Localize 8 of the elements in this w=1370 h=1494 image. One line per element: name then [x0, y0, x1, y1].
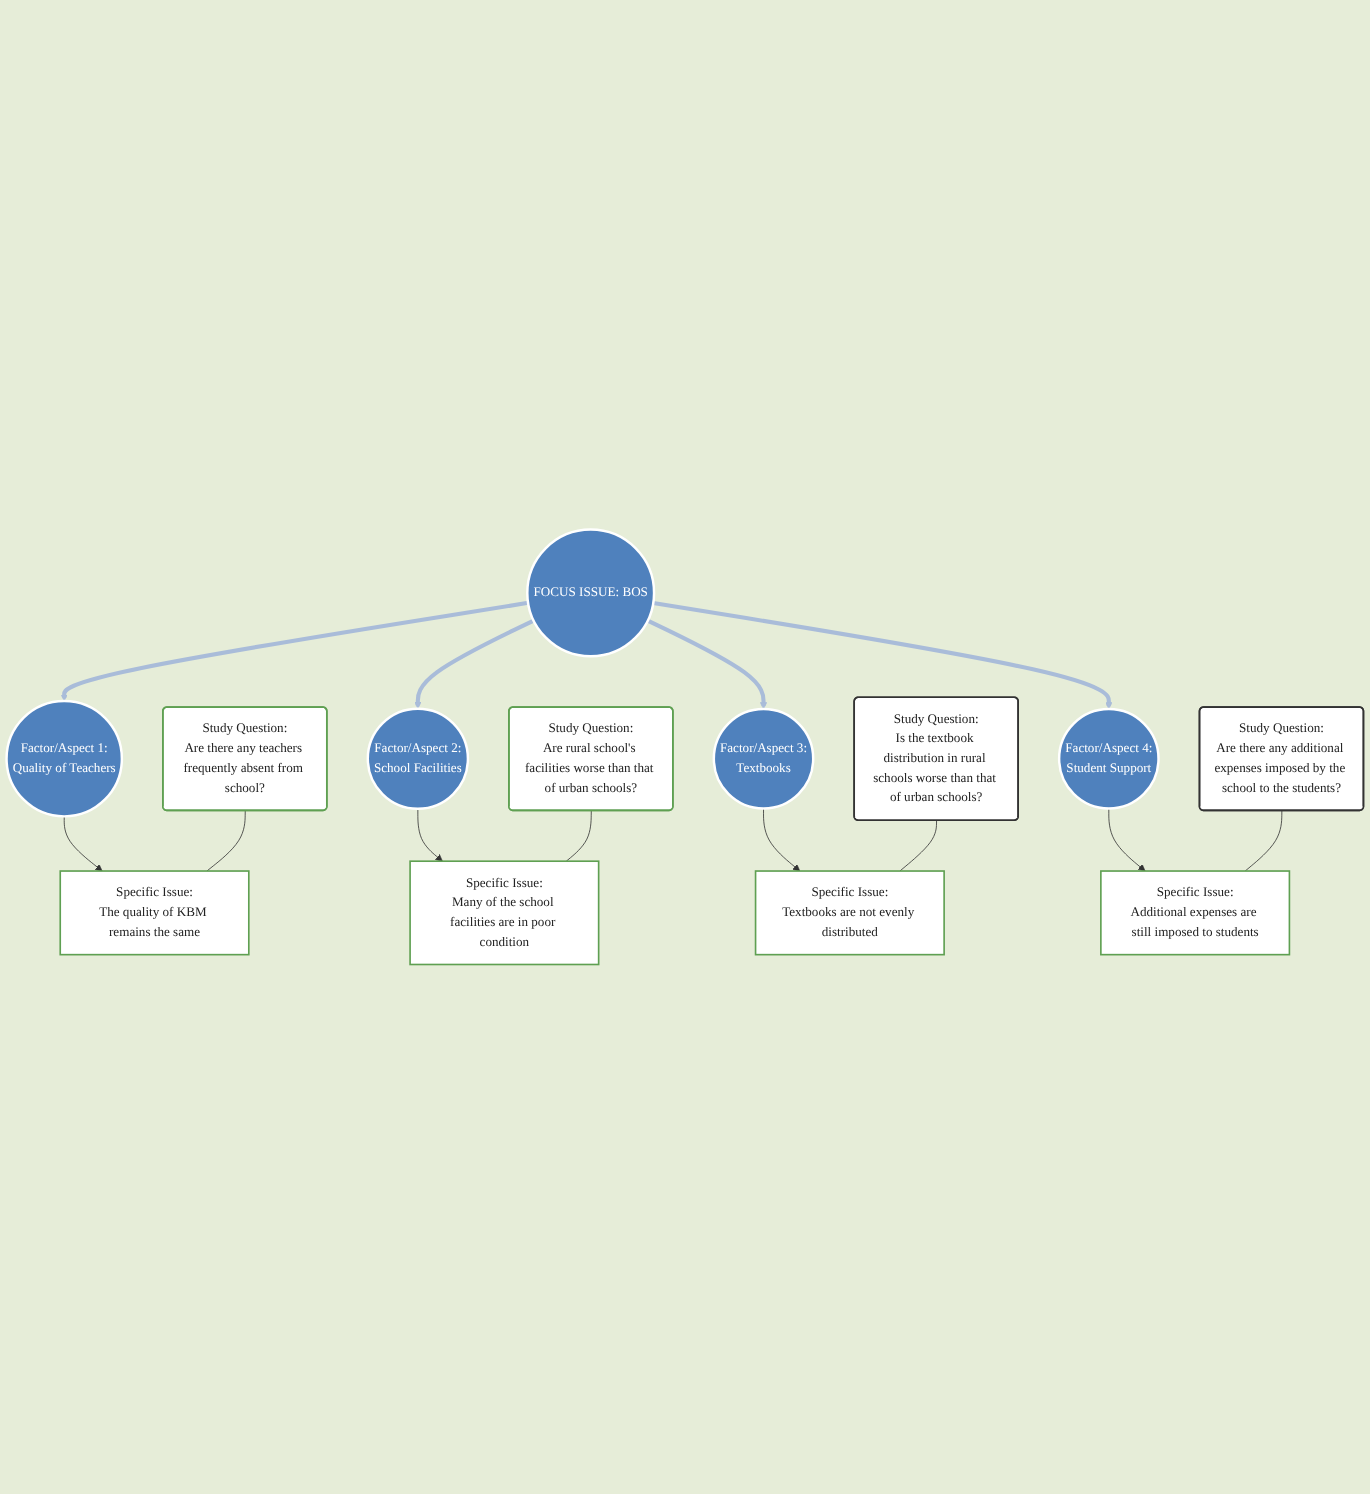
arrow — [652, 601, 1113, 710]
arrow — [414, 618, 535, 709]
arrow — [646, 618, 768, 710]
connector — [1244, 810, 1283, 872]
arrow — [60, 600, 529, 702]
connector — [899, 820, 937, 872]
connector — [565, 810, 592, 862]
connector — [206, 810, 246, 872]
